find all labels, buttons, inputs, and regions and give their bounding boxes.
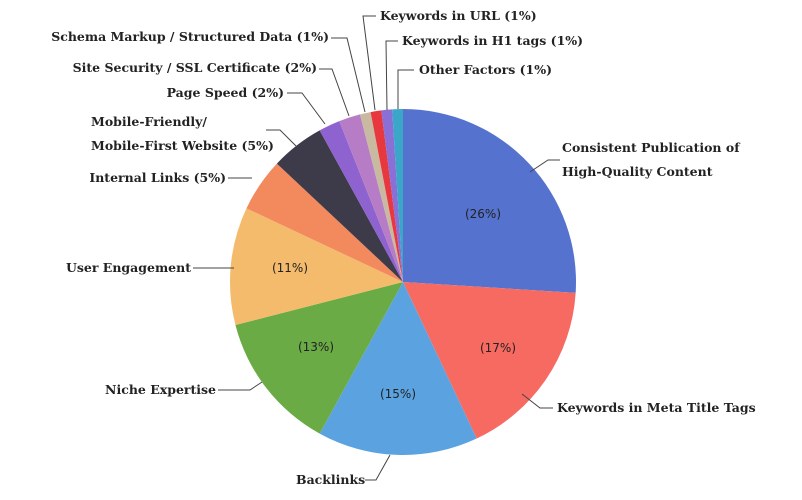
pct-label-meta: (17%) <box>479 341 517 355</box>
label-line: Mobile-First Website (5%) <box>91 138 274 153</box>
pct-label-user-engagement: (11%) <box>271 261 309 275</box>
label-internal-links: Internal Links (5%) <box>89 170 226 185</box>
pie-slice-keywords-in-meta-title-tags <box>403 282 576 439</box>
pie-slice-backlinks <box>319 282 477 455</box>
leader-lines <box>193 15 560 481</box>
pct-label-backlinks: (15%) <box>379 387 417 401</box>
label-schema-markup: Schema Markup / Structured Data (1%) <box>51 29 329 44</box>
leader-line-meta <box>521 393 553 409</box>
leader-line-mobile <box>266 129 297 147</box>
leader-line-security <box>319 68 350 117</box>
pie-slice-other-factors-1 <box>392 109 403 282</box>
leader-line-url <box>362 15 376 111</box>
label-other-factors: Other Factors (1%) <box>419 62 553 77</box>
pie-slice-site-security-ssl-certificate-2 <box>339 114 403 282</box>
label-user-engagement: User Engagement <box>65 260 191 275</box>
leader-line-other <box>397 69 414 109</box>
leader-line-niche <box>218 381 263 391</box>
pie-slice-mobile-friendly-mobile-first-website-5 <box>276 130 403 282</box>
pie-slice-schema-markup-structured-data-1 <box>359 112 403 283</box>
label-page-speed: Page Speed (2%) <box>166 85 284 100</box>
label-keywords-url: Keywords in URL (1%) <box>380 8 537 23</box>
label-line: High-Quality Content <box>562 164 713 179</box>
label-line: Consistent Publication of <box>562 140 740 155</box>
label-consistent-publication: Consistent Publication of High-Quality C… <box>562 140 740 180</box>
label-keywords-meta: Keywords in Meta Title Tags <box>557 400 756 415</box>
pie-slice-keywords-in-h1-tags-1 <box>381 109 403 283</box>
leader-line-page-speed <box>287 92 326 125</box>
pie-slice-niche-expertise <box>235 282 403 434</box>
leader-line-h1 <box>385 40 398 111</box>
pie-slice-user-engagement <box>230 208 403 326</box>
pie-slice-page-speed-2 <box>319 121 403 282</box>
label-niche-expertise: Niche Expertise <box>105 382 216 397</box>
pie-slice-consistent-publication-of-high-quality-content <box>403 109 576 293</box>
pct-label-consistent: (26%) <box>464 207 502 221</box>
pie-slice-internal-links-5 <box>246 163 403 282</box>
label-mobile-friendly: Mobile-Friendly/ Mobile-First Website (5… <box>91 114 274 154</box>
label-site-security: Site Security / SSL Certificate (2%) <box>72 60 317 75</box>
pct-label-niche: (13%) <box>297 340 335 354</box>
label-line: Mobile-Friendly/ <box>91 114 207 129</box>
leader-line-backlinks <box>365 454 391 481</box>
leader-line-consistent <box>529 159 560 173</box>
label-keywords-h1: Keywords in H1 tags (1%) <box>402 33 584 48</box>
leader-line-schema <box>331 37 366 113</box>
label-backlinks: Backlinks <box>296 472 366 487</box>
pie-slice-keywords-in-url-1 <box>370 110 403 282</box>
